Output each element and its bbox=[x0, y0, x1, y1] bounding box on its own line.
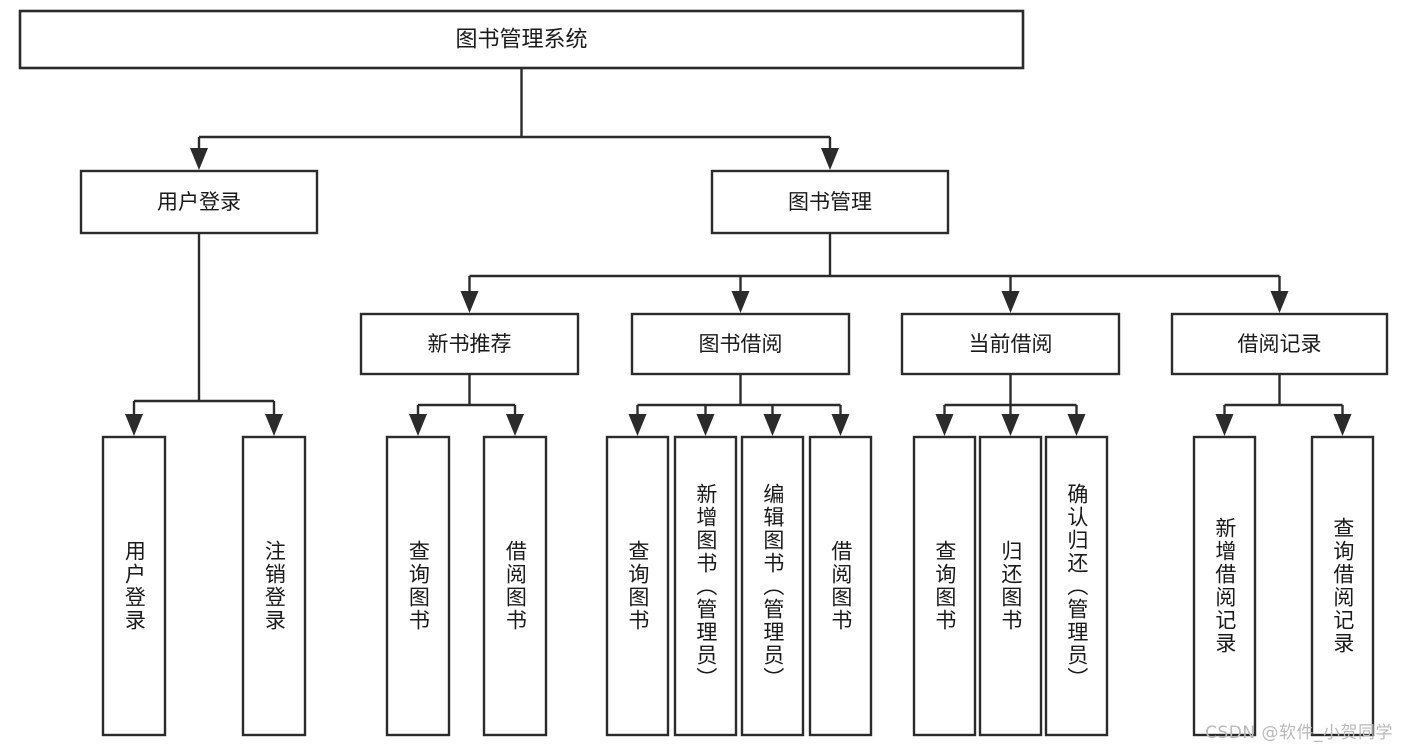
node-box-leaf-logout[interactable] bbox=[241, 435, 307, 737]
arrow-head-icon bbox=[763, 414, 782, 436]
node-box-leaf-borrow-book[interactable] bbox=[808, 435, 873, 737]
connector-group-root bbox=[190, 68, 839, 170]
boxes-layer bbox=[18, 9, 1389, 737]
node-box-leaf-user-login[interactable] bbox=[101, 435, 167, 737]
arrow-head-icon bbox=[821, 148, 839, 170]
arrow-head-icon bbox=[265, 414, 283, 436]
node-label-book-manage: 图书管理 bbox=[788, 190, 872, 214]
arrow-head-icon bbox=[731, 291, 750, 313]
arrow-head-icon bbox=[696, 414, 715, 436]
arrow-head-icon bbox=[409, 414, 427, 436]
node-box-leaf-confirm-return[interactable] bbox=[1044, 435, 1109, 737]
node-box-leaf-borrow-book-rec[interactable] bbox=[482, 435, 548, 737]
connector-group-book-manage bbox=[460, 233, 1289, 313]
arrow-head-icon bbox=[935, 414, 954, 436]
node-label-current-borrow: 当前借阅 bbox=[969, 332, 1053, 356]
node-box-leaf-query-record[interactable] bbox=[1310, 435, 1375, 737]
arrow-head-icon bbox=[628, 414, 647, 436]
node-box-leaf-edit-book[interactable] bbox=[740, 435, 805, 737]
connector-group-book-borrow bbox=[628, 374, 850, 436]
edges-layer bbox=[125, 68, 1352, 436]
node-box-leaf-query-book-borrow[interactable] bbox=[605, 435, 670, 737]
node-label-new-book-rec: 新书推荐 bbox=[428, 332, 512, 356]
watermark-credit: CSDN @软件_小贺同学 bbox=[1205, 723, 1393, 743]
arrow-head-icon bbox=[190, 148, 208, 170]
connector-group-borrow-record bbox=[1215, 374, 1352, 436]
node-box-user-login[interactable] bbox=[79, 169, 319, 235]
node-box-leaf-add-record[interactable] bbox=[1192, 435, 1257, 737]
node-label-user-login: 用户登录 bbox=[157, 190, 241, 214]
arrow-head-icon bbox=[1215, 414, 1234, 436]
node-box-current-borrow[interactable] bbox=[900, 312, 1121, 376]
connector-group-current-borrow bbox=[935, 374, 1086, 436]
node-box-leaf-add-book[interactable] bbox=[673, 435, 738, 737]
arrow-head-icon bbox=[1067, 414, 1086, 436]
arrow-head-icon bbox=[460, 291, 479, 313]
node-box-leaf-query-book-current[interactable] bbox=[912, 435, 977, 737]
arrow-head-icon bbox=[1001, 414, 1020, 436]
arrow-head-icon bbox=[1001, 291, 1020, 313]
node-box-leaf-query-book-rec[interactable] bbox=[385, 435, 451, 737]
node-box-book-manage[interactable] bbox=[710, 169, 950, 235]
arrow-head-icon bbox=[831, 414, 850, 436]
arrow-head-icon bbox=[506, 414, 524, 436]
node-label-root: 图书管理系统 bbox=[455, 28, 587, 53]
node-label-borrow-record: 借阅记录 bbox=[1238, 332, 1322, 356]
arrow-head-icon bbox=[1270, 291, 1289, 313]
node-box-borrow-record[interactable] bbox=[1170, 312, 1389, 376]
node-label-book-borrow: 图书借阅 bbox=[699, 332, 783, 356]
arrow-head-icon bbox=[125, 414, 143, 436]
node-box-root[interactable] bbox=[18, 9, 1025, 70]
node-box-new-book-rec[interactable] bbox=[359, 312, 580, 376]
arrow-head-icon bbox=[1333, 414, 1352, 436]
connector-group-user-login bbox=[125, 233, 283, 436]
connector-group-new-book-rec bbox=[409, 374, 524, 436]
node-box-book-borrow[interactable] bbox=[630, 312, 851, 376]
node-box-leaf-return-book[interactable] bbox=[978, 435, 1043, 737]
